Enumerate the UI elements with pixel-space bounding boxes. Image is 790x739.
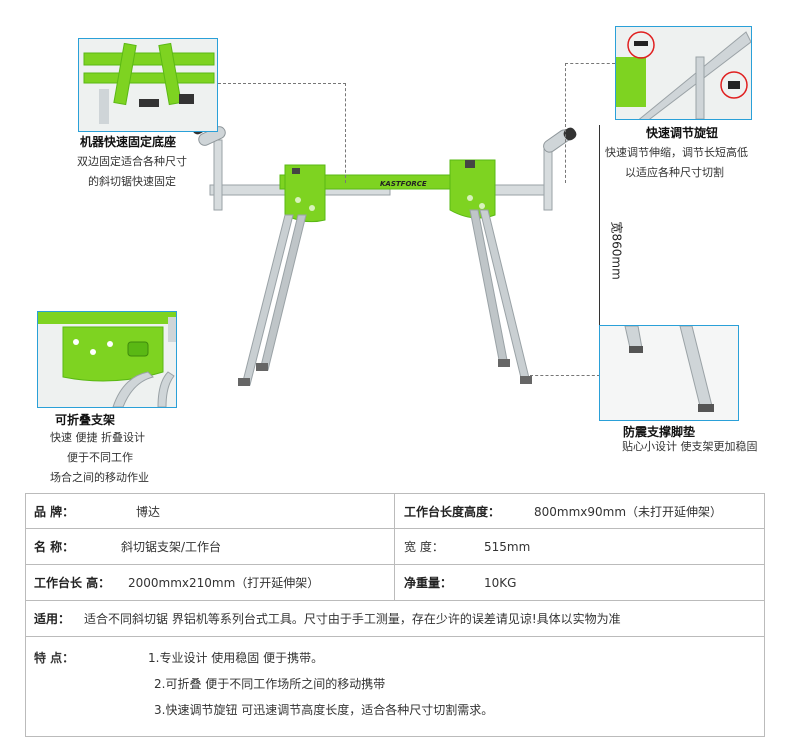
table-size-value: 800mmx90mm（未打开延伸架） (534, 504, 723, 519)
table-size-label: 工作台长度高度： (404, 504, 501, 519)
extended-value: 2000mmx210mm（打开延伸架） (128, 576, 320, 590)
brand-mark: KASTFORCE (380, 180, 427, 188)
foot-title: 防震支撑脚垫 (623, 425, 696, 439)
knob-icon-1 (634, 41, 648, 46)
fold-line-2: 便于不同工作 (67, 451, 133, 464)
usage-value: 适合不同斜切锯 界铝机等系列台式工具。尺寸由于手工测量，存在少许的误差请见谅!具… (84, 612, 621, 626)
width-label: 宽 度： (404, 540, 444, 554)
height-dimension-label: 宽860mm (609, 221, 624, 280)
knob-line-1: 快速调节伸缩，调节长短高低 (605, 146, 748, 159)
knob-icon-2 (728, 81, 740, 89)
brand-value: 博达 (136, 504, 161, 519)
fold-title: 可折叠支架 (55, 413, 116, 427)
height-dimension: 宽860mm (605, 215, 625, 305)
foot-detail-svg (600, 326, 738, 420)
dimension-line (599, 125, 600, 380)
spec-table: 品 牌： 博达 工作台长度高度： 800mmx90mm（未打开延伸架） 名 称：… (25, 493, 765, 738)
feature-item-2: 2.可折叠 便于不同工作场所之间的移动携带 (154, 677, 386, 691)
fold-line-1: 快速 便捷 折叠设计 (50, 431, 145, 444)
usage-label: 适用： (34, 612, 71, 626)
base-detail-image (78, 38, 218, 132)
knob-line-2: 以适应各种尺寸切割 (625, 166, 724, 179)
connector-knob-v (565, 63, 566, 183)
feature-item-1: 1.专业设计 使用稳固 便于携带。 (148, 651, 324, 665)
features-label: 特 点： (34, 651, 75, 665)
knob-detail-svg (616, 27, 751, 119)
connector-foot (530, 375, 600, 376)
knob-detail-image (615, 26, 752, 120)
name-value: 斜切锯支架/工作台 (121, 540, 222, 554)
spec-row-2: 名 称： 斜切锯支架/工作台 宽 度： 515mm (25, 529, 765, 565)
width-value: 515mm (484, 539, 531, 554)
feature-item-3: 3.快速调节旋钮 可迅速调节高度长度，适合各种尺寸切割需求。 (154, 703, 494, 717)
spec-row-1: 品 牌： 博达 工作台长度高度： 800mmx90mm（未打开延伸架） (25, 493, 765, 529)
weight-value: 10KG (484, 575, 517, 590)
fold-detail-image (37, 311, 177, 408)
fold-line-3: 场合之间的移动作业 (50, 471, 149, 484)
foot-detail-image (599, 325, 739, 421)
weight-label: 净重量： (404, 576, 453, 590)
connector-base (218, 83, 346, 84)
spec-row-usage: 适用： 适合不同斜切锯 界铝机等系列台式工具。尺寸由于手工测量，存在少许的误差请… (25, 601, 765, 637)
extended-label: 工作台长 高： (34, 576, 111, 590)
base-line-1: 双边固定适合各种尺寸 (77, 155, 187, 168)
base-title: 机器快速固定底座 (80, 135, 177, 149)
connector-base-v (345, 83, 346, 183)
base-line-2: 的斜切锯快速固定 (88, 175, 176, 188)
connector-knob (565, 63, 615, 64)
name-label: 名 称： (34, 540, 75, 554)
fold-detail-svg (38, 312, 176, 407)
brand-label: 品 牌： (34, 504, 75, 519)
knob-title: 快速调节旋钮 (646, 126, 719, 140)
spec-row-features: 特 点： 1.专业设计 使用稳固 便于携带。 2.可折叠 便于不同工作场所之间的… (25, 637, 765, 737)
miter-saw-stand-illustration: KASTFORCE (191, 121, 577, 386)
foot-line-1: 贴心小设计 使支架更加稳固 (622, 440, 758, 453)
spec-row-3: 工作台长 高： 2000mmx210mm（打开延伸架） 净重量： 10KG (25, 565, 765, 601)
base-detail-svg (79, 39, 217, 131)
